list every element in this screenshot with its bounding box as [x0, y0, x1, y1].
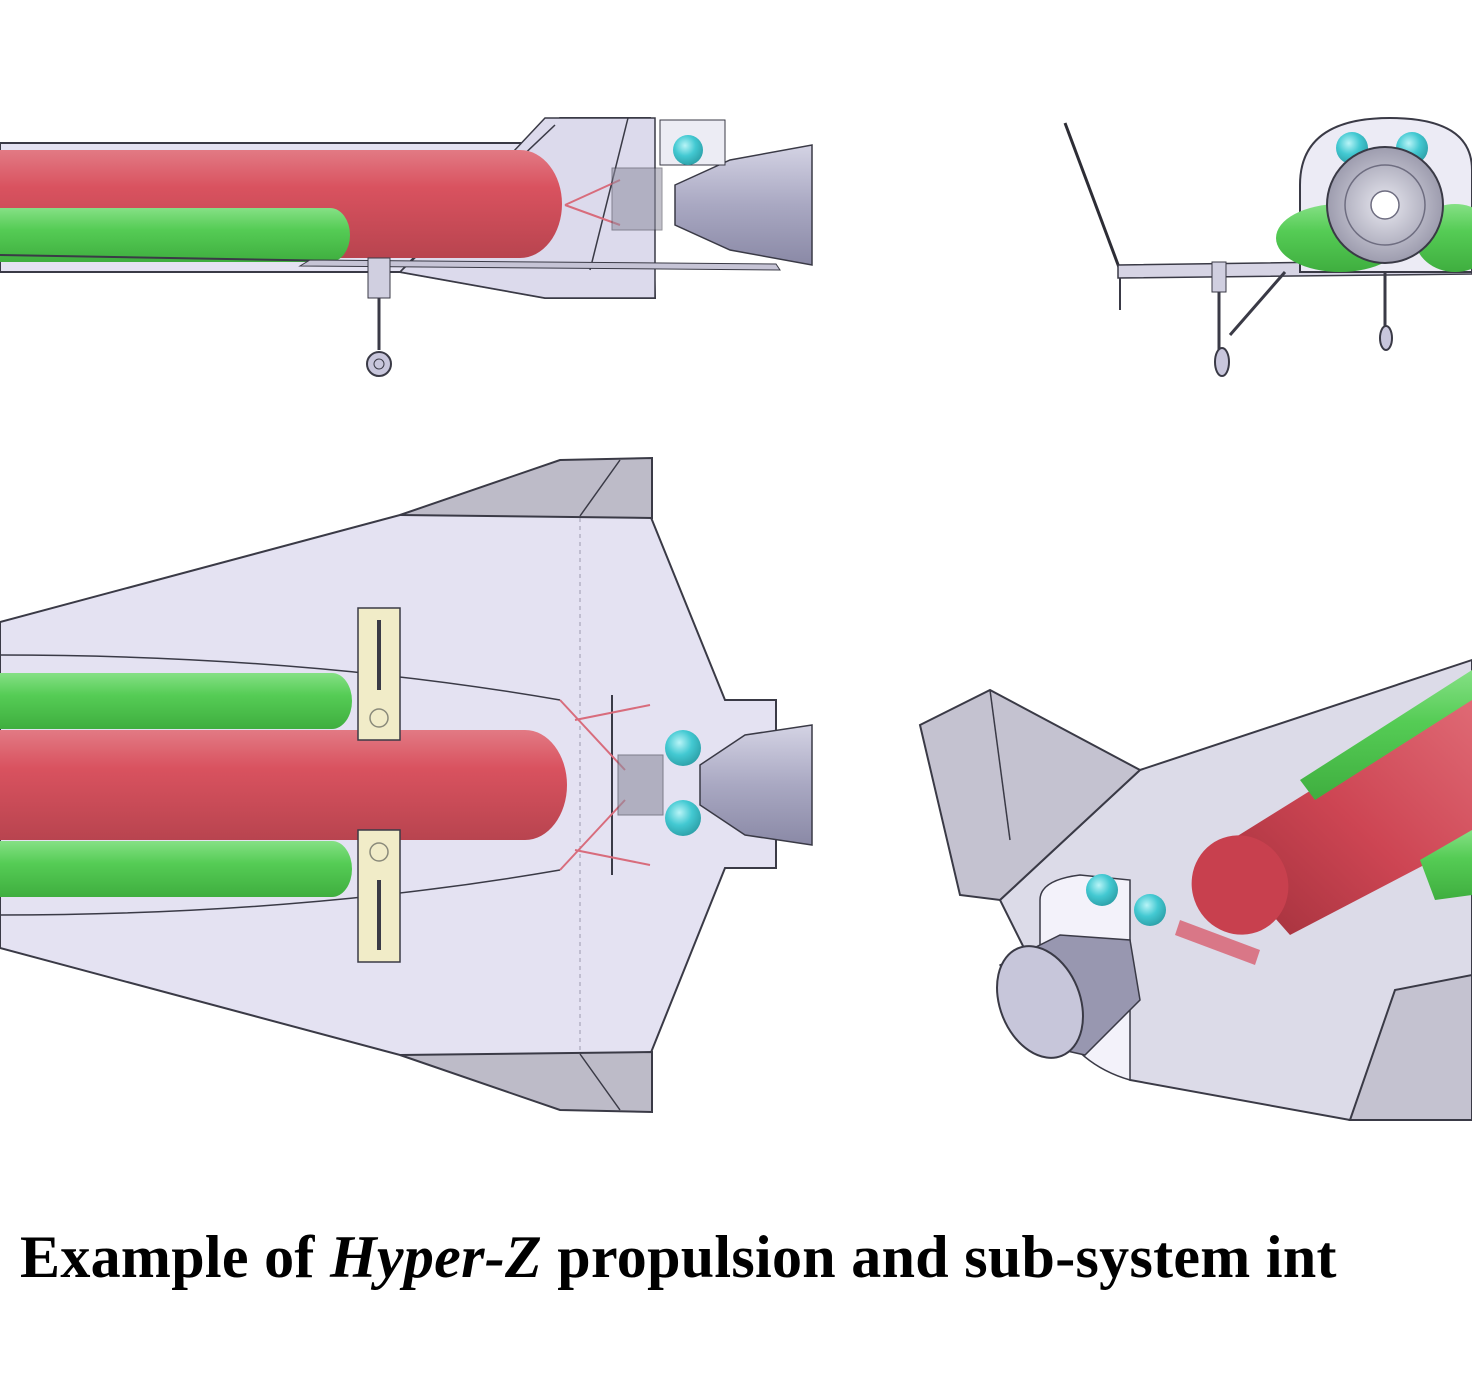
nose-landing-gear-side — [366, 257, 392, 377]
fuel-tank-top-lower — [0, 841, 332, 897]
oxidizer-tank-top — [0, 730, 525, 840]
main-gear-bay-lower — [357, 829, 401, 963]
main-gear-bay-upper — [357, 607, 401, 741]
pressurant-sphere-top-lower — [665, 800, 701, 836]
fuel-tank-iso-upper — [1300, 670, 1472, 800]
top-view — [0, 456, 813, 1114]
nose-landing-gear-front — [1379, 272, 1393, 351]
feed-lines-top — [559, 699, 651, 871]
nozzle-exit-iso — [996, 945, 1084, 1059]
pressurant-sphere-side — [673, 135, 703, 165]
isometric-view — [918, 658, 1472, 1121]
ventral-fin-iso — [1348, 973, 1472, 1121]
fuel-tank-side — [0, 208, 330, 262]
rocket-nozzle-side — [674, 144, 813, 266]
caption-vehicle-name: Hyper-Z — [329, 1224, 542, 1290]
fuel-tank-iso-lower — [1420, 830, 1472, 900]
pressurant-sphere-iso-left — [1086, 874, 1118, 906]
feed-line-iso — [1175, 920, 1260, 965]
front-view — [1063, 116, 1472, 377]
turbopump-side — [611, 167, 663, 231]
fuel-tank-top-upper — [0, 673, 332, 729]
rocket-nozzle-top — [699, 724, 813, 846]
side-view — [0, 117, 813, 377]
pressurant-sphere-iso-right — [1134, 894, 1166, 926]
figure-caption: Example of Hyper-Z propulsion and sub-sy… — [20, 1222, 1337, 1292]
turbopump-top — [617, 754, 664, 816]
fin-left-front — [1063, 122, 1122, 271]
pressurant-sphere-top-upper — [665, 730, 701, 766]
main-landing-gear-front — [1211, 261, 1287, 377]
caption-suffix: propulsion and sub-system int — [541, 1224, 1337, 1290]
vertical-fin-iso — [918, 688, 1142, 902]
caption-prefix: Example of — [20, 1224, 330, 1290]
